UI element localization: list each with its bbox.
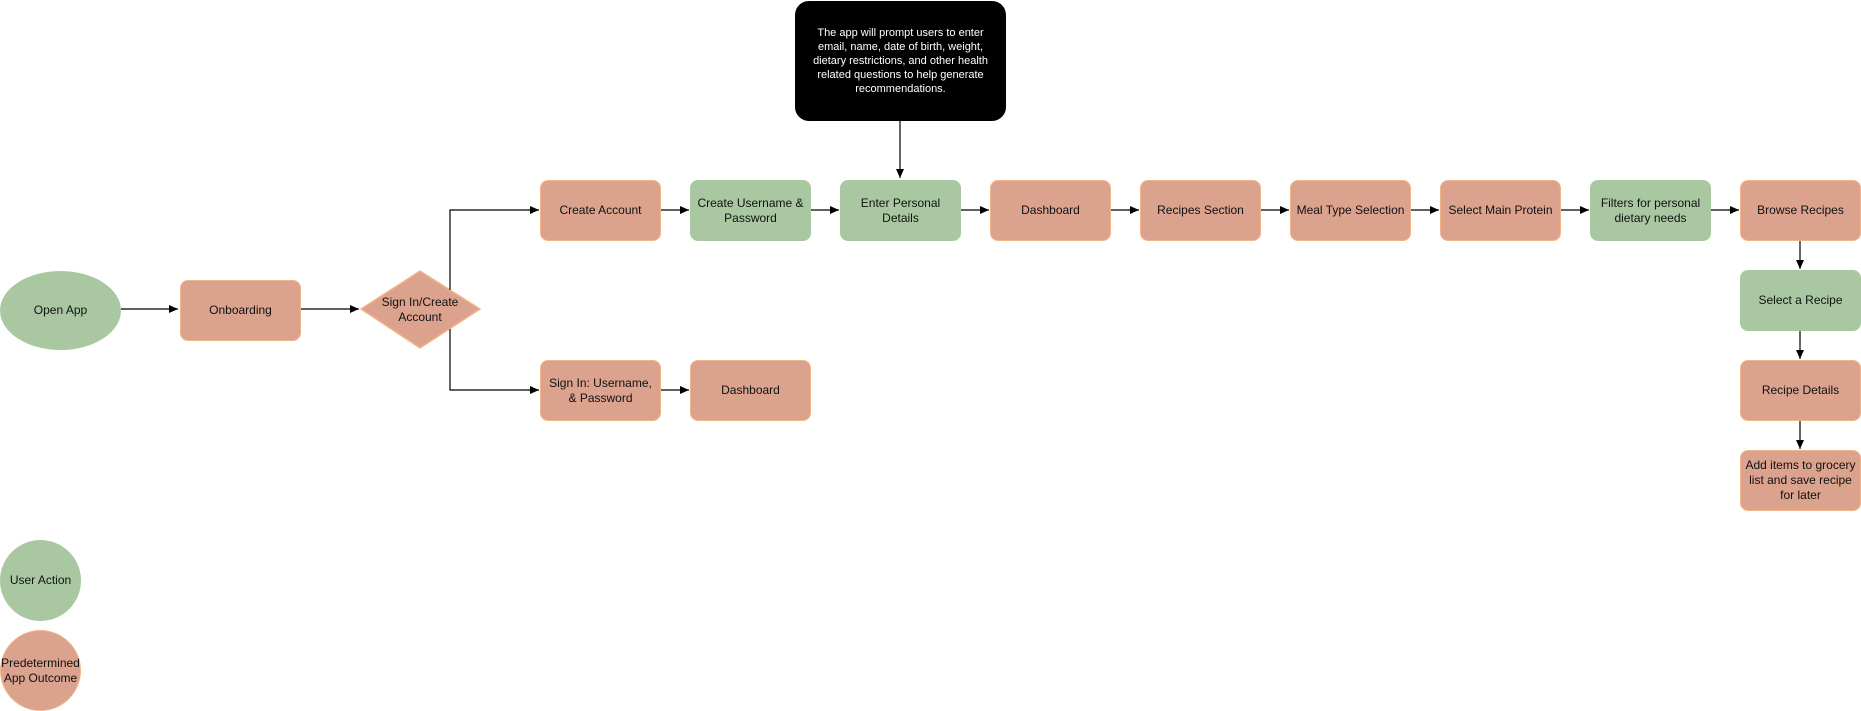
node-label: Open App xyxy=(33,303,88,317)
node-label: Dashboard xyxy=(721,383,780,397)
legend-user-action: User Action xyxy=(0,540,81,621)
legend-app-outcome: Predetermined App Outcome xyxy=(0,630,81,711)
node-select-a-recipe[interactable]: Select a Recipe xyxy=(1740,270,1861,331)
node-filters-dietary-needs[interactable]: Filters for personal dietary needs xyxy=(1590,180,1711,241)
note-text: The app will prompt users to enter email… xyxy=(813,27,988,95)
node-dashboard-bottom[interactable]: Dashboard xyxy=(690,360,811,421)
node-label: Dashboard xyxy=(1021,203,1080,217)
node-label: Recipes Section xyxy=(1157,203,1244,217)
node-browse-recipes[interactable]: Browse Recipes xyxy=(1740,180,1861,241)
edge-decision-to-create-account xyxy=(449,206,539,290)
node-label: Sign In/Create Account xyxy=(381,295,459,324)
node-sign-in[interactable]: Sign In: Username, & Password xyxy=(540,360,661,421)
legend-label: Predetermined App Outcome xyxy=(1,655,80,685)
node-onboarding[interactable]: Onboarding xyxy=(180,280,301,341)
node-label: Meal Type Selection xyxy=(1296,203,1405,217)
note-callout: The app will prompt users to enter email… xyxy=(795,1,1006,121)
node-add-to-grocery-list[interactable]: Add items to grocery list and save recip… xyxy=(1740,450,1861,511)
node-create-username-password[interactable]: Create Username & Password xyxy=(690,180,811,241)
node-select-main-protein[interactable]: Select Main Protein xyxy=(1440,180,1561,241)
node-open-app[interactable]: Open App xyxy=(0,271,121,350)
node-create-account[interactable]: Create Account xyxy=(540,180,661,241)
node-enter-personal-details[interactable]: Enter Personal Details xyxy=(840,180,961,241)
node-recipes-section[interactable]: Recipes Section xyxy=(1140,180,1261,241)
node-label: Onboarding xyxy=(209,303,272,317)
node-label: Add items to grocery list and save recip… xyxy=(1745,458,1856,502)
node-recipe-details[interactable]: Recipe Details xyxy=(1740,360,1861,421)
node-label: Sign In: Username, & Password xyxy=(549,375,652,405)
node-label: Recipe Details xyxy=(1761,383,1840,397)
node-label: Select a Recipe xyxy=(1758,293,1843,307)
node-dashboard-top[interactable]: Dashboard xyxy=(990,180,1111,241)
node-label: Create Username & Password xyxy=(697,195,804,225)
node-label: Filters for personal dietary needs xyxy=(1600,195,1701,225)
node-label: Enter Personal Details xyxy=(860,195,941,225)
node-label: Browse Recipes xyxy=(1757,203,1844,217)
edge-decision-to-sign-in xyxy=(449,329,539,394)
node-label: Select Main Protein xyxy=(1448,203,1553,217)
legend-label: User Action xyxy=(9,573,72,587)
node-label: Create Account xyxy=(559,203,642,217)
node-decision-label[interactable]: Sign In/Create Account xyxy=(372,290,468,330)
decision-diamond xyxy=(359,270,482,349)
node-meal-type-selection[interactable]: Meal Type Selection xyxy=(1290,180,1411,241)
